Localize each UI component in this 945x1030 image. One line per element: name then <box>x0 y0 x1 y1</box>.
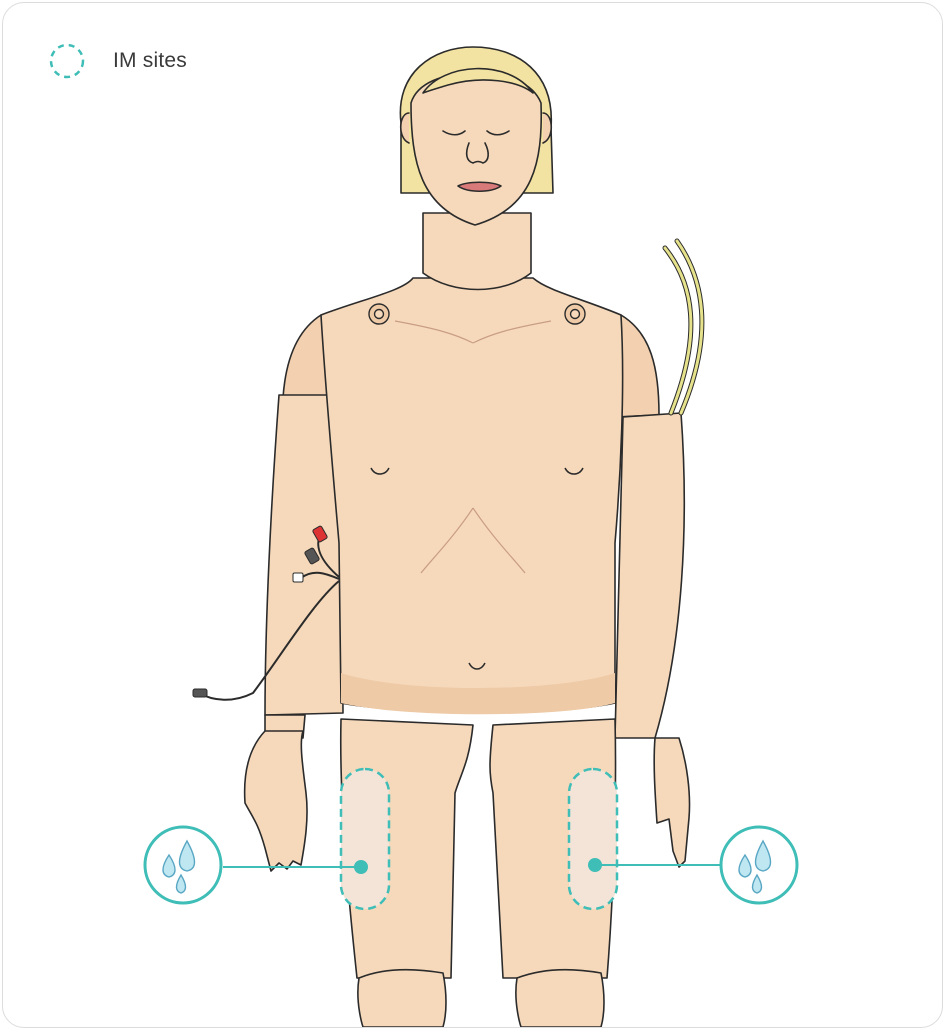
left-upper-arm <box>615 315 684 738</box>
im-site-right-thigh[interactable] <box>341 769 389 909</box>
fluid-drops-icon[interactable] <box>145 827 221 903</box>
im-site-left-thigh[interactable] <box>569 769 617 909</box>
manikin-illustration <box>3 3 942 1027</box>
left-forearm <box>654 738 689 867</box>
shoulder-tubes <box>665 241 702 413</box>
torso <box>321 278 623 712</box>
fluid-drops-icon[interactable] <box>721 827 797 903</box>
right-knee <box>358 970 446 1027</box>
head <box>400 47 553 225</box>
left-knee <box>516 970 604 1027</box>
right-forearm <box>245 715 307 871</box>
